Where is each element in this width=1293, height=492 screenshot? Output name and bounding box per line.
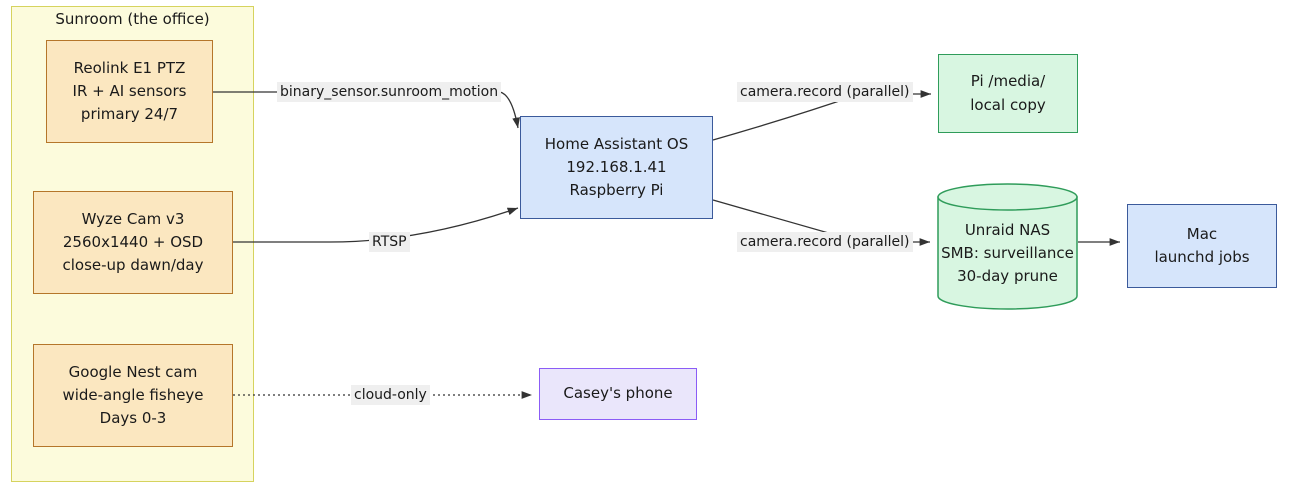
node-reolink-line-1: Reolink E1 PTZ xyxy=(73,58,186,77)
edge-label-camera-record-parallel-top: camera.record (parallel) xyxy=(737,82,913,103)
node-nas-line-2: SMB: surveillance xyxy=(941,243,1074,262)
node-nest-line-2: wide-angle fisheye xyxy=(62,385,204,404)
node-pi-media-local-copy[interactable]: Pi /media/ local copy xyxy=(938,54,1078,133)
node-unraid-nas[interactable]: Unraid NAS SMB: surveillance 30-day prun… xyxy=(937,183,1078,310)
node-pimedia-line-1: Pi /media/ xyxy=(970,72,1046,91)
edge-label-camera-record-parallel-bottom: camera.record (parallel) xyxy=(737,232,913,253)
edge-label-cloud-only: cloud-only xyxy=(351,385,430,406)
node-reolink-line-2: IR + AI sensors xyxy=(72,81,187,100)
node-reolink-line-3: primary 24/7 xyxy=(80,105,179,124)
node-pimedia-line-2: local copy xyxy=(970,95,1046,114)
node-wyze-cam-v3[interactable]: Wyze Cam v3 2560x1440 + OSD close-up daw… xyxy=(33,191,233,294)
node-wyze-line-1: Wyze Cam v3 xyxy=(81,209,185,228)
node-nest-line-1: Google Nest cam xyxy=(68,362,198,381)
node-home-assistant-os[interactable]: Home Assistant OS 192.168.1.41 Raspberry… xyxy=(520,116,713,219)
node-ha-line-2: 192.168.1.41 xyxy=(566,157,667,176)
node-ha-line-1: Home Assistant OS xyxy=(544,134,689,153)
node-mac-launchd-jobs[interactable]: Mac launchd jobs xyxy=(1127,204,1277,288)
node-nas-line-3: 30-day prune xyxy=(957,267,1058,286)
node-nas-line-1: Unraid NAS xyxy=(964,220,1051,239)
node-wyze-line-3: close-up dawn/day xyxy=(62,256,204,275)
node-caseys-phone[interactable]: Casey's phone xyxy=(539,368,697,420)
edge-label-binary-sensor-sunroom-motion: binary_sensor.sunroom_motion xyxy=(277,82,502,103)
node-mac-line-2: launchd jobs xyxy=(1154,248,1250,266)
node-ha-line-3: Raspberry Pi xyxy=(569,181,664,200)
node-wyze-line-2: 2560x1440 + OSD xyxy=(62,232,204,251)
cylinder-shape-icon xyxy=(937,183,1078,310)
group-sunroom-label: Sunroom (the office) xyxy=(55,10,210,28)
edge-label-rtsp: RTSP xyxy=(369,232,410,253)
node-nest-line-3: Days 0-3 xyxy=(99,409,167,428)
node-mac-line-1: Mac xyxy=(1186,224,1218,243)
node-google-nest-cam[interactable]: Google Nest cam wide-angle fisheye Days … xyxy=(33,344,233,447)
node-phone-line-1: Casey's phone xyxy=(563,384,673,403)
node-reolink-e1-ptz[interactable]: Reolink E1 PTZ IR + AI sensors primary 2… xyxy=(46,40,213,143)
